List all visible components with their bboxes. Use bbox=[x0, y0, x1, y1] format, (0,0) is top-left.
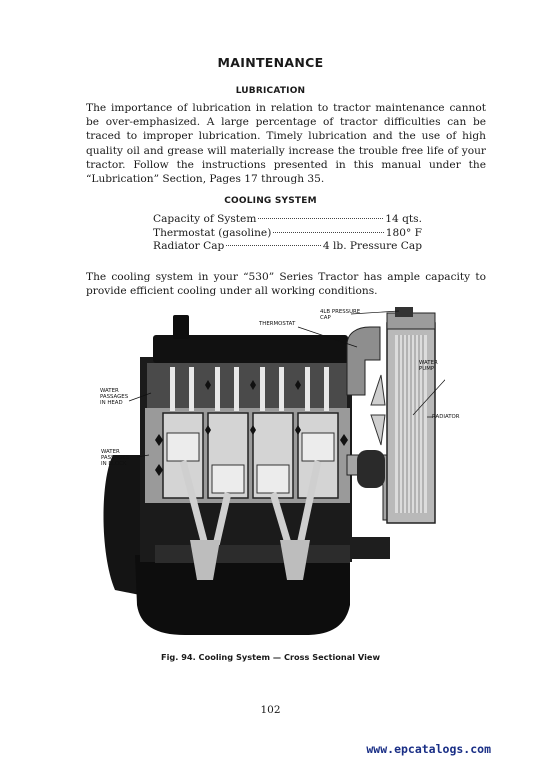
spec-value: 14 qts. bbox=[385, 213, 422, 225]
dot-leader bbox=[258, 218, 384, 219]
engine-cross-section-figure: 4LB PRESSURE CAP THERMOSTAT WATER PUMP R… bbox=[95, 305, 460, 640]
spec-row-capacity: Capacity of System 14 qts. bbox=[153, 213, 422, 227]
watermark-link[interactable]: www.epcatalogs.com bbox=[366, 742, 491, 756]
spec-label: Thermostat (gasoline) bbox=[153, 226, 272, 239]
callout-pressure-cap: 4LB PRESSURE CAP bbox=[320, 309, 361, 321]
cooling-paragraph: The cooling system in your “530” Series … bbox=[86, 271, 486, 298]
lubrication-heading: LUBRICATION bbox=[235, 86, 306, 96]
spec-value: 180° F bbox=[385, 226, 422, 239]
dot-leader bbox=[226, 245, 321, 246]
cooling-specs-table: Capacity of System 14 qts. Thermostat (g… bbox=[153, 213, 422, 254]
cooling-system-heading: COOLING SYSTEM bbox=[224, 196, 317, 206]
callout-radiator: RADIATOR bbox=[432, 414, 460, 420]
callout-thermostat: THERMOSTAT bbox=[259, 321, 296, 327]
spec-value: 4 lb. Pressure Cap bbox=[322, 240, 422, 252]
dot-leader bbox=[273, 231, 384, 233]
callout-water-passages-head: WATER PASSAGES IN HEAD bbox=[100, 388, 129, 406]
spec-row-radiator-cap: Radiator Cap 4 lb. Pressure Cap bbox=[153, 240, 422, 254]
lubrication-paragraph: The importance of lubrication in relatio… bbox=[86, 102, 486, 186]
callout-water-passages-block: WATER PASSAGES IN BLOCK bbox=[101, 449, 130, 467]
page-title: MAINTENANCE bbox=[217, 55, 324, 70]
spec-label: Radiator Cap bbox=[153, 240, 225, 252]
page-number: 102 bbox=[260, 704, 281, 716]
spec-label: Capacity of System bbox=[153, 213, 257, 225]
callout-water-pump: WATER PUMP bbox=[419, 360, 438, 372]
spec-row-thermostat: Thermostat (gasoline) 180° F bbox=[153, 227, 422, 241]
figure-caption: Fig. 94. Cooling System — Cross Sectiona… bbox=[160, 652, 381, 662]
engine-cross-section-illustration bbox=[103, 307, 445, 635]
